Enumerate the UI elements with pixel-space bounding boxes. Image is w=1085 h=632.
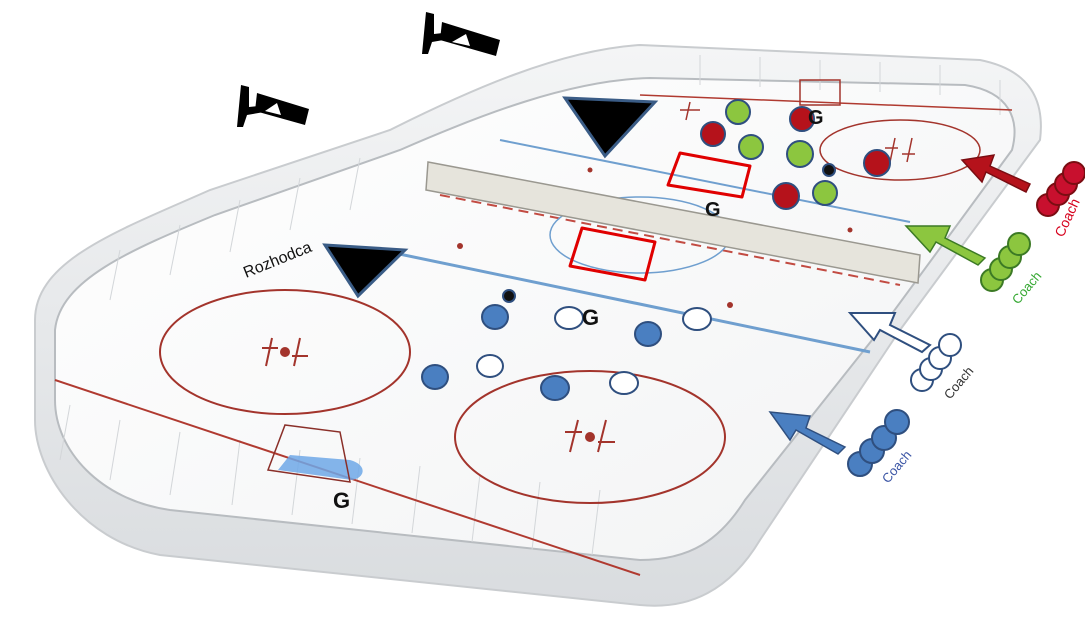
goalie-label-near: G [333, 488, 350, 513]
red-player [773, 183, 799, 209]
green-player [739, 135, 763, 159]
blue-player [482, 305, 508, 329]
red-player [864, 150, 890, 176]
goalie-label-mid: G [582, 305, 599, 330]
blue-player [635, 322, 661, 346]
coach-label-white: Coach [941, 364, 977, 402]
red-player [701, 122, 725, 146]
security-camera-icon [237, 85, 309, 127]
green-player [726, 100, 750, 124]
coach-label-green: Coach [1009, 269, 1045, 307]
puck [503, 290, 515, 302]
security-camera-icon [422, 12, 500, 56]
green-player [813, 181, 837, 205]
goalie-label-center: G [705, 199, 721, 221]
blue-player [422, 365, 448, 389]
white-player [683, 308, 711, 330]
white-player [610, 372, 638, 394]
white-player [477, 355, 503, 377]
puck [823, 164, 835, 176]
blue-player [541, 376, 569, 400]
green-player [787, 141, 813, 167]
goalie-label-far: G [808, 107, 824, 129]
white-player [555, 307, 583, 329]
